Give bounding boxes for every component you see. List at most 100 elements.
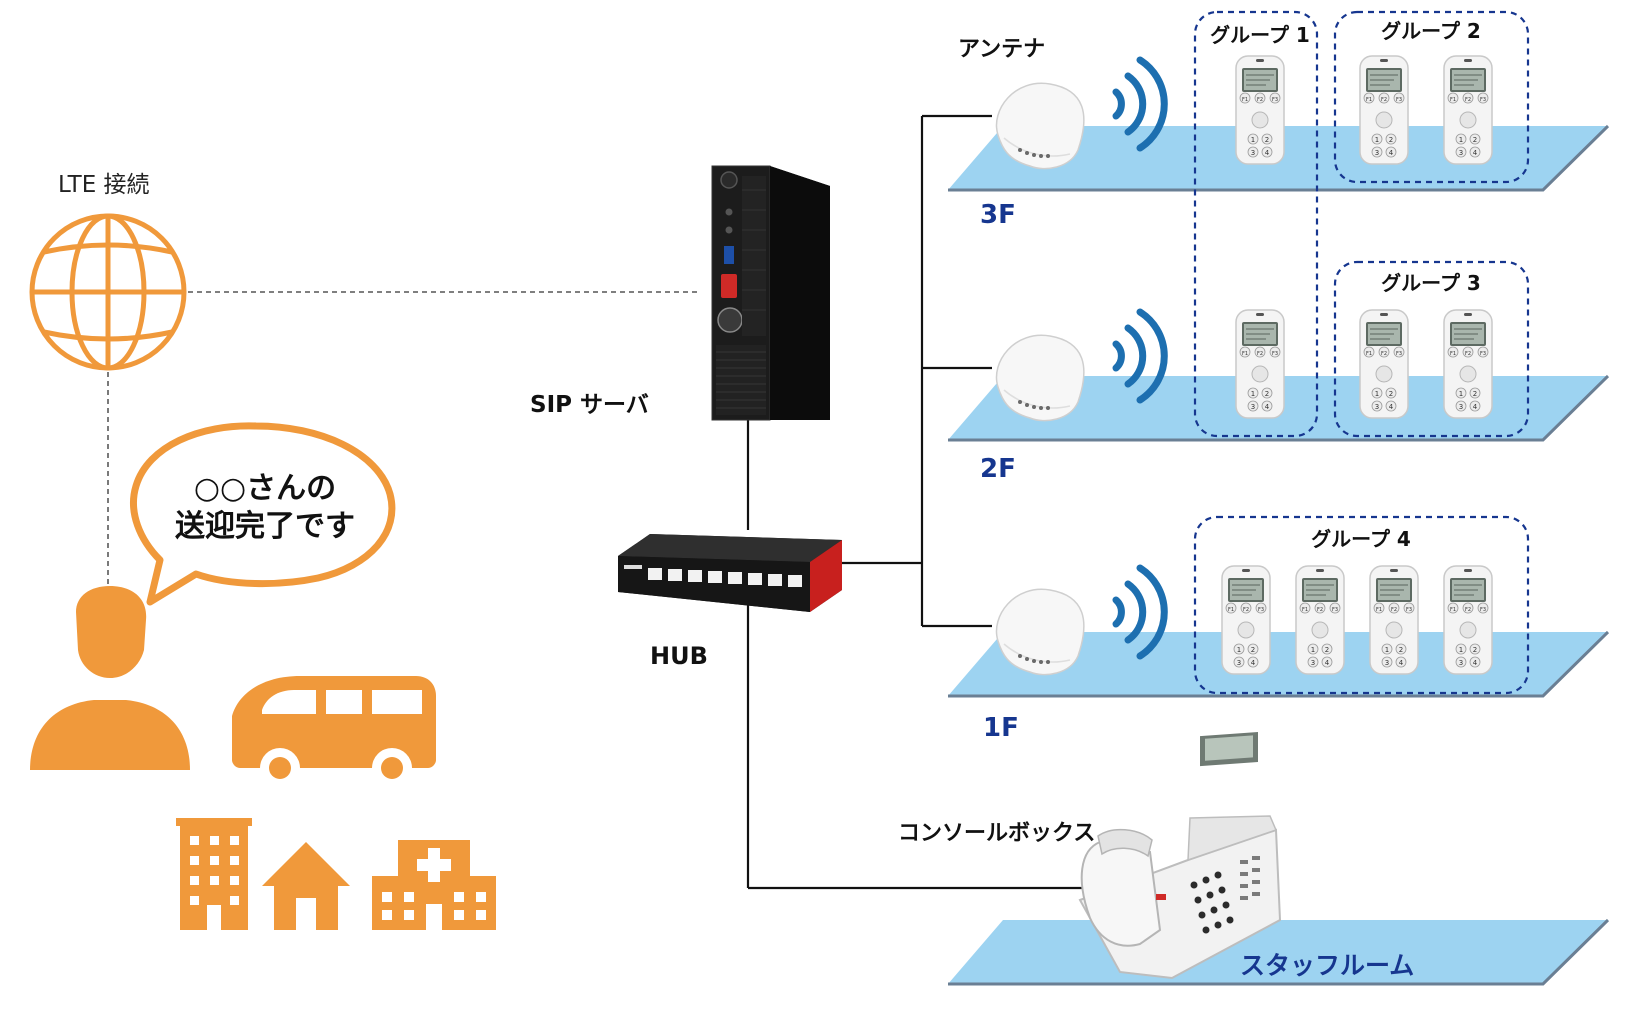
handset-key-label: F3	[1396, 351, 1402, 357]
handset-key-label: F3	[1406, 607, 1412, 613]
handset-key	[1371, 133, 1383, 145]
handset-key-label: 3	[1459, 659, 1463, 667]
handset-key-label: 4	[1325, 659, 1330, 667]
handset-key	[1247, 643, 1259, 655]
floor-label-2f: 2F	[980, 454, 1016, 484]
handset-icon	[1221, 565, 1271, 675]
handset-key-label: F2	[1465, 607, 1471, 613]
group-1-boundary	[1193, 10, 1319, 438]
handset-key	[1240, 602, 1252, 614]
sip-server-label: SIP サーバ	[530, 392, 649, 418]
handset-key-label: F2	[1381, 351, 1387, 357]
handset-key	[1239, 346, 1251, 358]
handset-key-label: F3	[1272, 351, 1278, 357]
handset-icon	[1235, 55, 1285, 165]
handset-key	[1455, 146, 1467, 158]
handset-key-label: F3	[1480, 351, 1486, 357]
handset-key	[1269, 346, 1281, 358]
handset-key-label: 3	[1237, 659, 1241, 667]
handset-key-label: F1	[1450, 607, 1456, 613]
handset-key	[1378, 346, 1390, 358]
handset-key	[1225, 602, 1237, 614]
handset-key-label: 4	[1473, 659, 1478, 667]
group-2-boundary	[1333, 10, 1530, 184]
handset-key-label: 2	[1399, 646, 1403, 654]
handset-key	[1307, 656, 1319, 668]
handset-key-label: 1	[1375, 390, 1379, 398]
network-wiring	[746, 114, 1100, 890]
handset-key	[1455, 643, 1467, 655]
handset-key	[1307, 643, 1319, 655]
handset-key	[1455, 387, 1467, 399]
handset-key-label: F3	[1480, 607, 1486, 613]
handset-key	[1455, 400, 1467, 412]
handset-key-label: F2	[1257, 97, 1263, 103]
handset-key	[1247, 400, 1259, 412]
person-icon	[30, 586, 190, 770]
handset-key	[1239, 92, 1251, 104]
group-4-boundary	[1193, 515, 1530, 695]
hospital-icon	[372, 840, 496, 930]
desk-phone-icon	[1078, 732, 1282, 980]
handset-key	[1255, 602, 1267, 614]
handset-key-label: F2	[1465, 351, 1471, 357]
handset-key-label: 4	[1473, 403, 1478, 411]
handset-key-label: F1	[1450, 97, 1456, 103]
console-box-label: コンソールボックス	[898, 821, 1095, 846]
group-1-label: グループ 1	[1210, 23, 1310, 47]
handset-key	[1477, 346, 1489, 358]
handset-key-label: 4	[1389, 149, 1394, 157]
floor-label-3f: 3F	[980, 200, 1016, 230]
hub-label: HUB	[650, 642, 708, 670]
handset-key	[1381, 643, 1393, 655]
handset-key	[1469, 146, 1481, 158]
handset-key-label: 1	[1251, 136, 1255, 144]
handset-key	[1371, 387, 1383, 399]
handset-key-label: F1	[1242, 97, 1248, 103]
group-3-boundary	[1333, 260, 1530, 438]
handset-key	[1385, 400, 1397, 412]
handset-key	[1261, 400, 1273, 412]
handset-key	[1247, 146, 1259, 158]
handset-key	[1233, 656, 1245, 668]
handset-key-label: 3	[1251, 403, 1255, 411]
handset-icon	[1443, 55, 1493, 165]
handset-key-label: 3	[1459, 149, 1463, 157]
handset-key	[1233, 643, 1245, 655]
handset-icon	[1443, 565, 1493, 675]
handset-key-label: 4	[1265, 403, 1270, 411]
handset-key-label: 2	[1325, 646, 1329, 654]
handset-key-label: 3	[1385, 659, 1389, 667]
handset-icon	[1359, 55, 1409, 165]
handset-key-label: 1	[1459, 136, 1463, 144]
floor-label-staff-room: スタッフルーム	[1240, 951, 1414, 980]
handset-key-label: 4	[1265, 149, 1270, 157]
handset-icon	[1359, 309, 1409, 419]
speech-bubble: ○○さんの 送迎完了です	[130, 422, 396, 606]
group-4-label: グループ 4	[1311, 527, 1411, 551]
handset-key	[1371, 146, 1383, 158]
handset-key-label: 3	[1459, 403, 1463, 411]
handset-key-label: 3	[1251, 149, 1255, 157]
handset-key-label: F3	[1258, 607, 1264, 613]
lte-label: LTE 接続	[58, 172, 150, 198]
handset-key-label: 1	[1459, 646, 1463, 654]
handset-key-label: F3	[1480, 97, 1486, 103]
handset-key-label: F1	[1228, 607, 1234, 613]
handset-key-label: F2	[1381, 97, 1387, 103]
house-icon	[262, 842, 350, 930]
speech-bubble-line-1: ○○さんの	[194, 471, 336, 506]
handset-key	[1314, 602, 1326, 614]
handset-key	[1247, 133, 1259, 145]
handset-key	[1469, 400, 1481, 412]
handset-key-label: 2	[1265, 390, 1269, 398]
handset-key-label: F1	[1366, 351, 1372, 357]
handset-key-label: F1	[1376, 607, 1382, 613]
group-2-label: グループ 2	[1381, 19, 1481, 43]
handset-key	[1403, 602, 1415, 614]
handset-key	[1477, 92, 1489, 104]
handset-key	[1254, 92, 1266, 104]
handset-key	[1321, 656, 1333, 668]
antenna-icon	[995, 334, 1085, 422]
